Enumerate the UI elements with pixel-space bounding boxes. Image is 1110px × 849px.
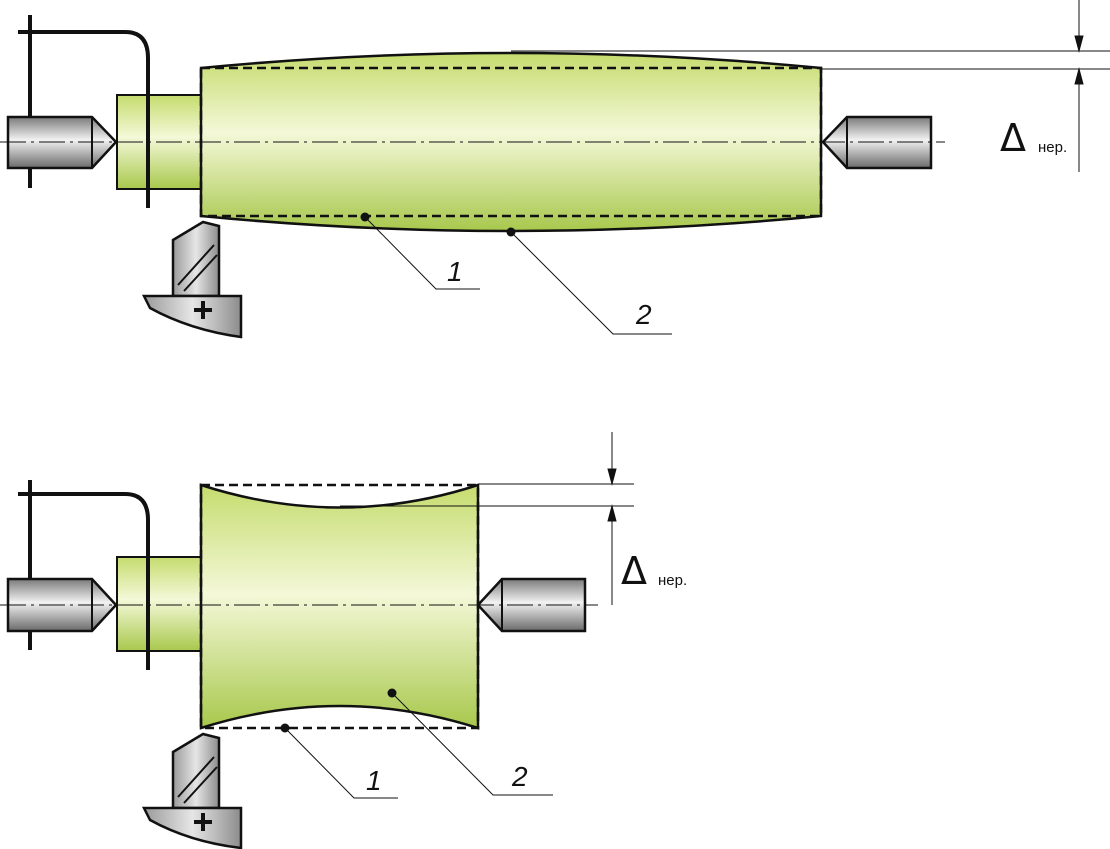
bottom-delta-subscript: нер. <box>658 572 687 589</box>
top-delta-subscript: нер. <box>1038 139 1067 156</box>
bottom-leader-dot-1 <box>280 723 290 733</box>
bottom-callout-1: 1 <box>366 765 382 796</box>
bottom-collar <box>116 556 202 652</box>
bottom-diagram: 1 2 Δ нер. <box>0 432 687 849</box>
top-delta-symbol: Δ <box>1000 116 1026 160</box>
bottom-leaders <box>284 692 553 799</box>
bottom-cutting-tool <box>141 732 243 849</box>
top-cutting-tool <box>141 220 243 339</box>
bottom-dimension-lines <box>340 432 634 605</box>
top-diagram: 1 2 Δ нер. <box>0 0 1110 339</box>
top-leaders <box>364 216 672 335</box>
top-callout-2: 2 <box>635 299 652 330</box>
top-dimension-lines <box>511 0 1110 172</box>
top-leader-dot-2 <box>506 227 516 237</box>
bottom-leader-dot-2 <box>387 688 397 698</box>
top-leader-dot-1 <box>360 212 370 222</box>
bottom-callout-2: 2 <box>511 761 528 792</box>
bottom-workpiece-2 <box>199 483 480 730</box>
bottom-delta-symbol: Δ <box>621 549 647 593</box>
top-callout-1: 1 <box>447 256 463 287</box>
